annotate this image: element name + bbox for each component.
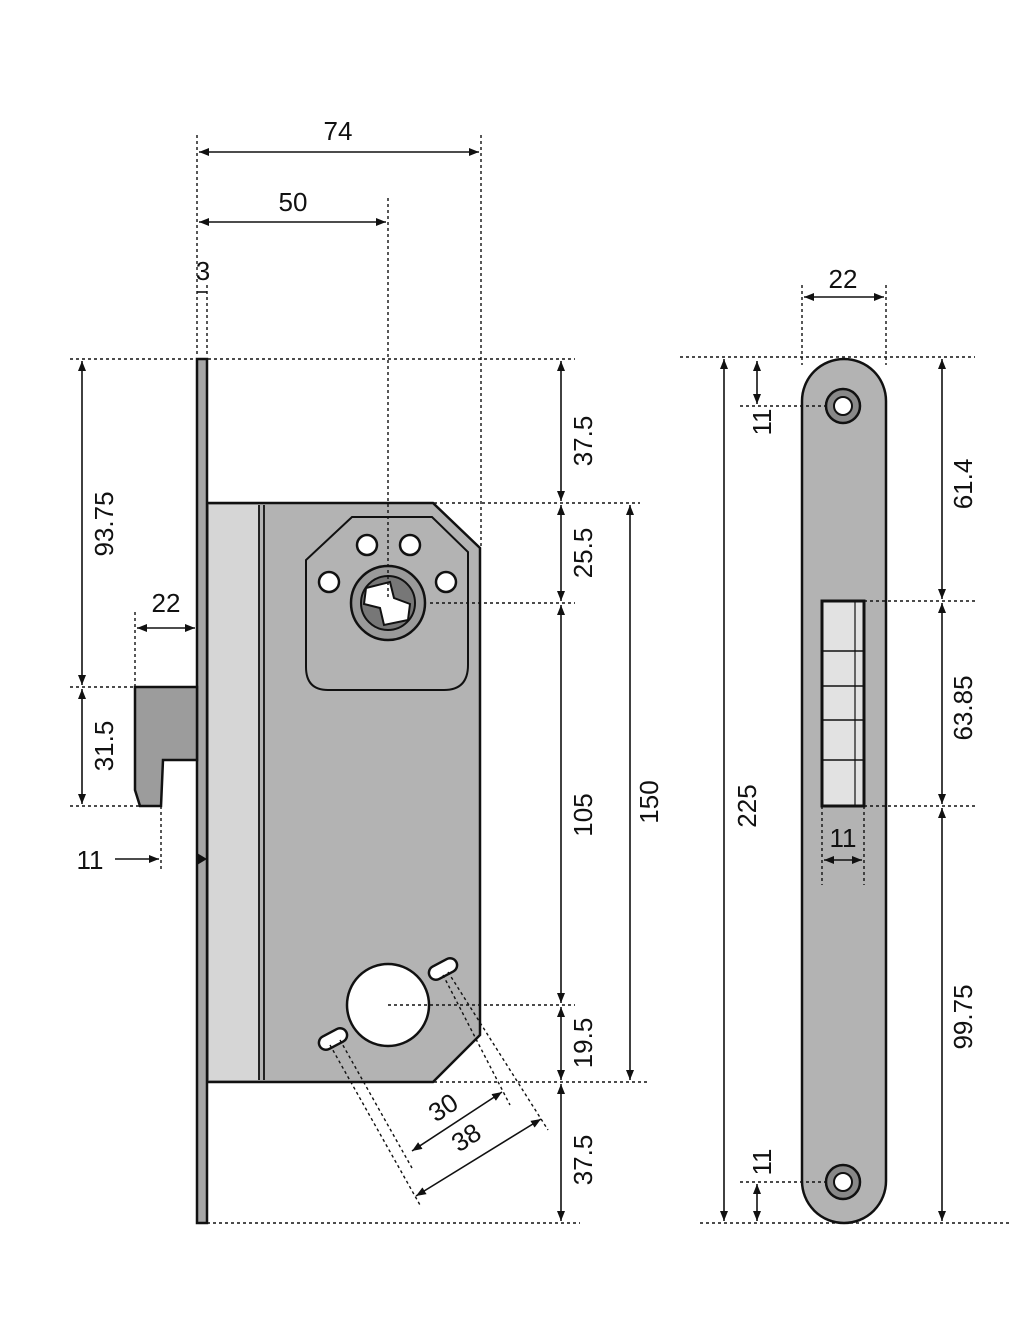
fixing-hole: [317, 570, 341, 594]
dim-11-plate-top: 11: [747, 409, 777, 436]
dim-11-plate-bottom: 11: [747, 1149, 777, 1176]
dim-150: 150: [634, 780, 664, 823]
dim-99-75: 99.75: [948, 984, 978, 1049]
forend-plate: [195, 357, 209, 1225]
dim-37-5-bottom: 37.5: [568, 1135, 598, 1186]
fixing-hole: [434, 570, 458, 594]
fixing-hole: [398, 533, 422, 557]
dim-93-75: 93.75: [89, 491, 119, 556]
case-side-strip: [209, 505, 259, 1080]
lock-side-view: [133, 357, 482, 1225]
screw-hole: [833, 396, 853, 416]
dim-105: 105: [568, 793, 598, 836]
latch-window: [820, 599, 866, 808]
dim-22-plate: 22: [829, 264, 858, 294]
oblong-slot: [317, 1026, 349, 1052]
spindle-slot: [362, 580, 412, 627]
oblong-slot: [427, 956, 459, 982]
dim-74: 74: [324, 116, 353, 146]
screw-hole: [833, 1172, 853, 1192]
dim-25-5: 25.5: [568, 528, 598, 579]
dim-11-side: 11: [77, 845, 104, 875]
latch-bolt: [133, 685, 199, 808]
dim-3: 3: [196, 256, 210, 286]
dim-63-85: 63.85: [948, 675, 978, 740]
dim-37-5-top: 37.5: [568, 416, 598, 467]
lock-front-view: [800, 357, 888, 1225]
dim-31-5: 31.5: [89, 721, 119, 772]
dim-50: 50: [279, 187, 308, 217]
dim-22-side: 22: [152, 588, 181, 618]
dim-19-5: 19.5: [568, 1018, 598, 1069]
dim-11-plate-mid: 11: [830, 823, 857, 853]
extension-lines: [70, 135, 1010, 1224]
fixing-hole: [355, 533, 379, 557]
dimension-lines: [78, 148, 946, 1221]
dim-38: 38: [446, 1117, 487, 1158]
dim-225: 225: [732, 784, 762, 827]
dim-61-4: 61.4: [948, 459, 978, 510]
